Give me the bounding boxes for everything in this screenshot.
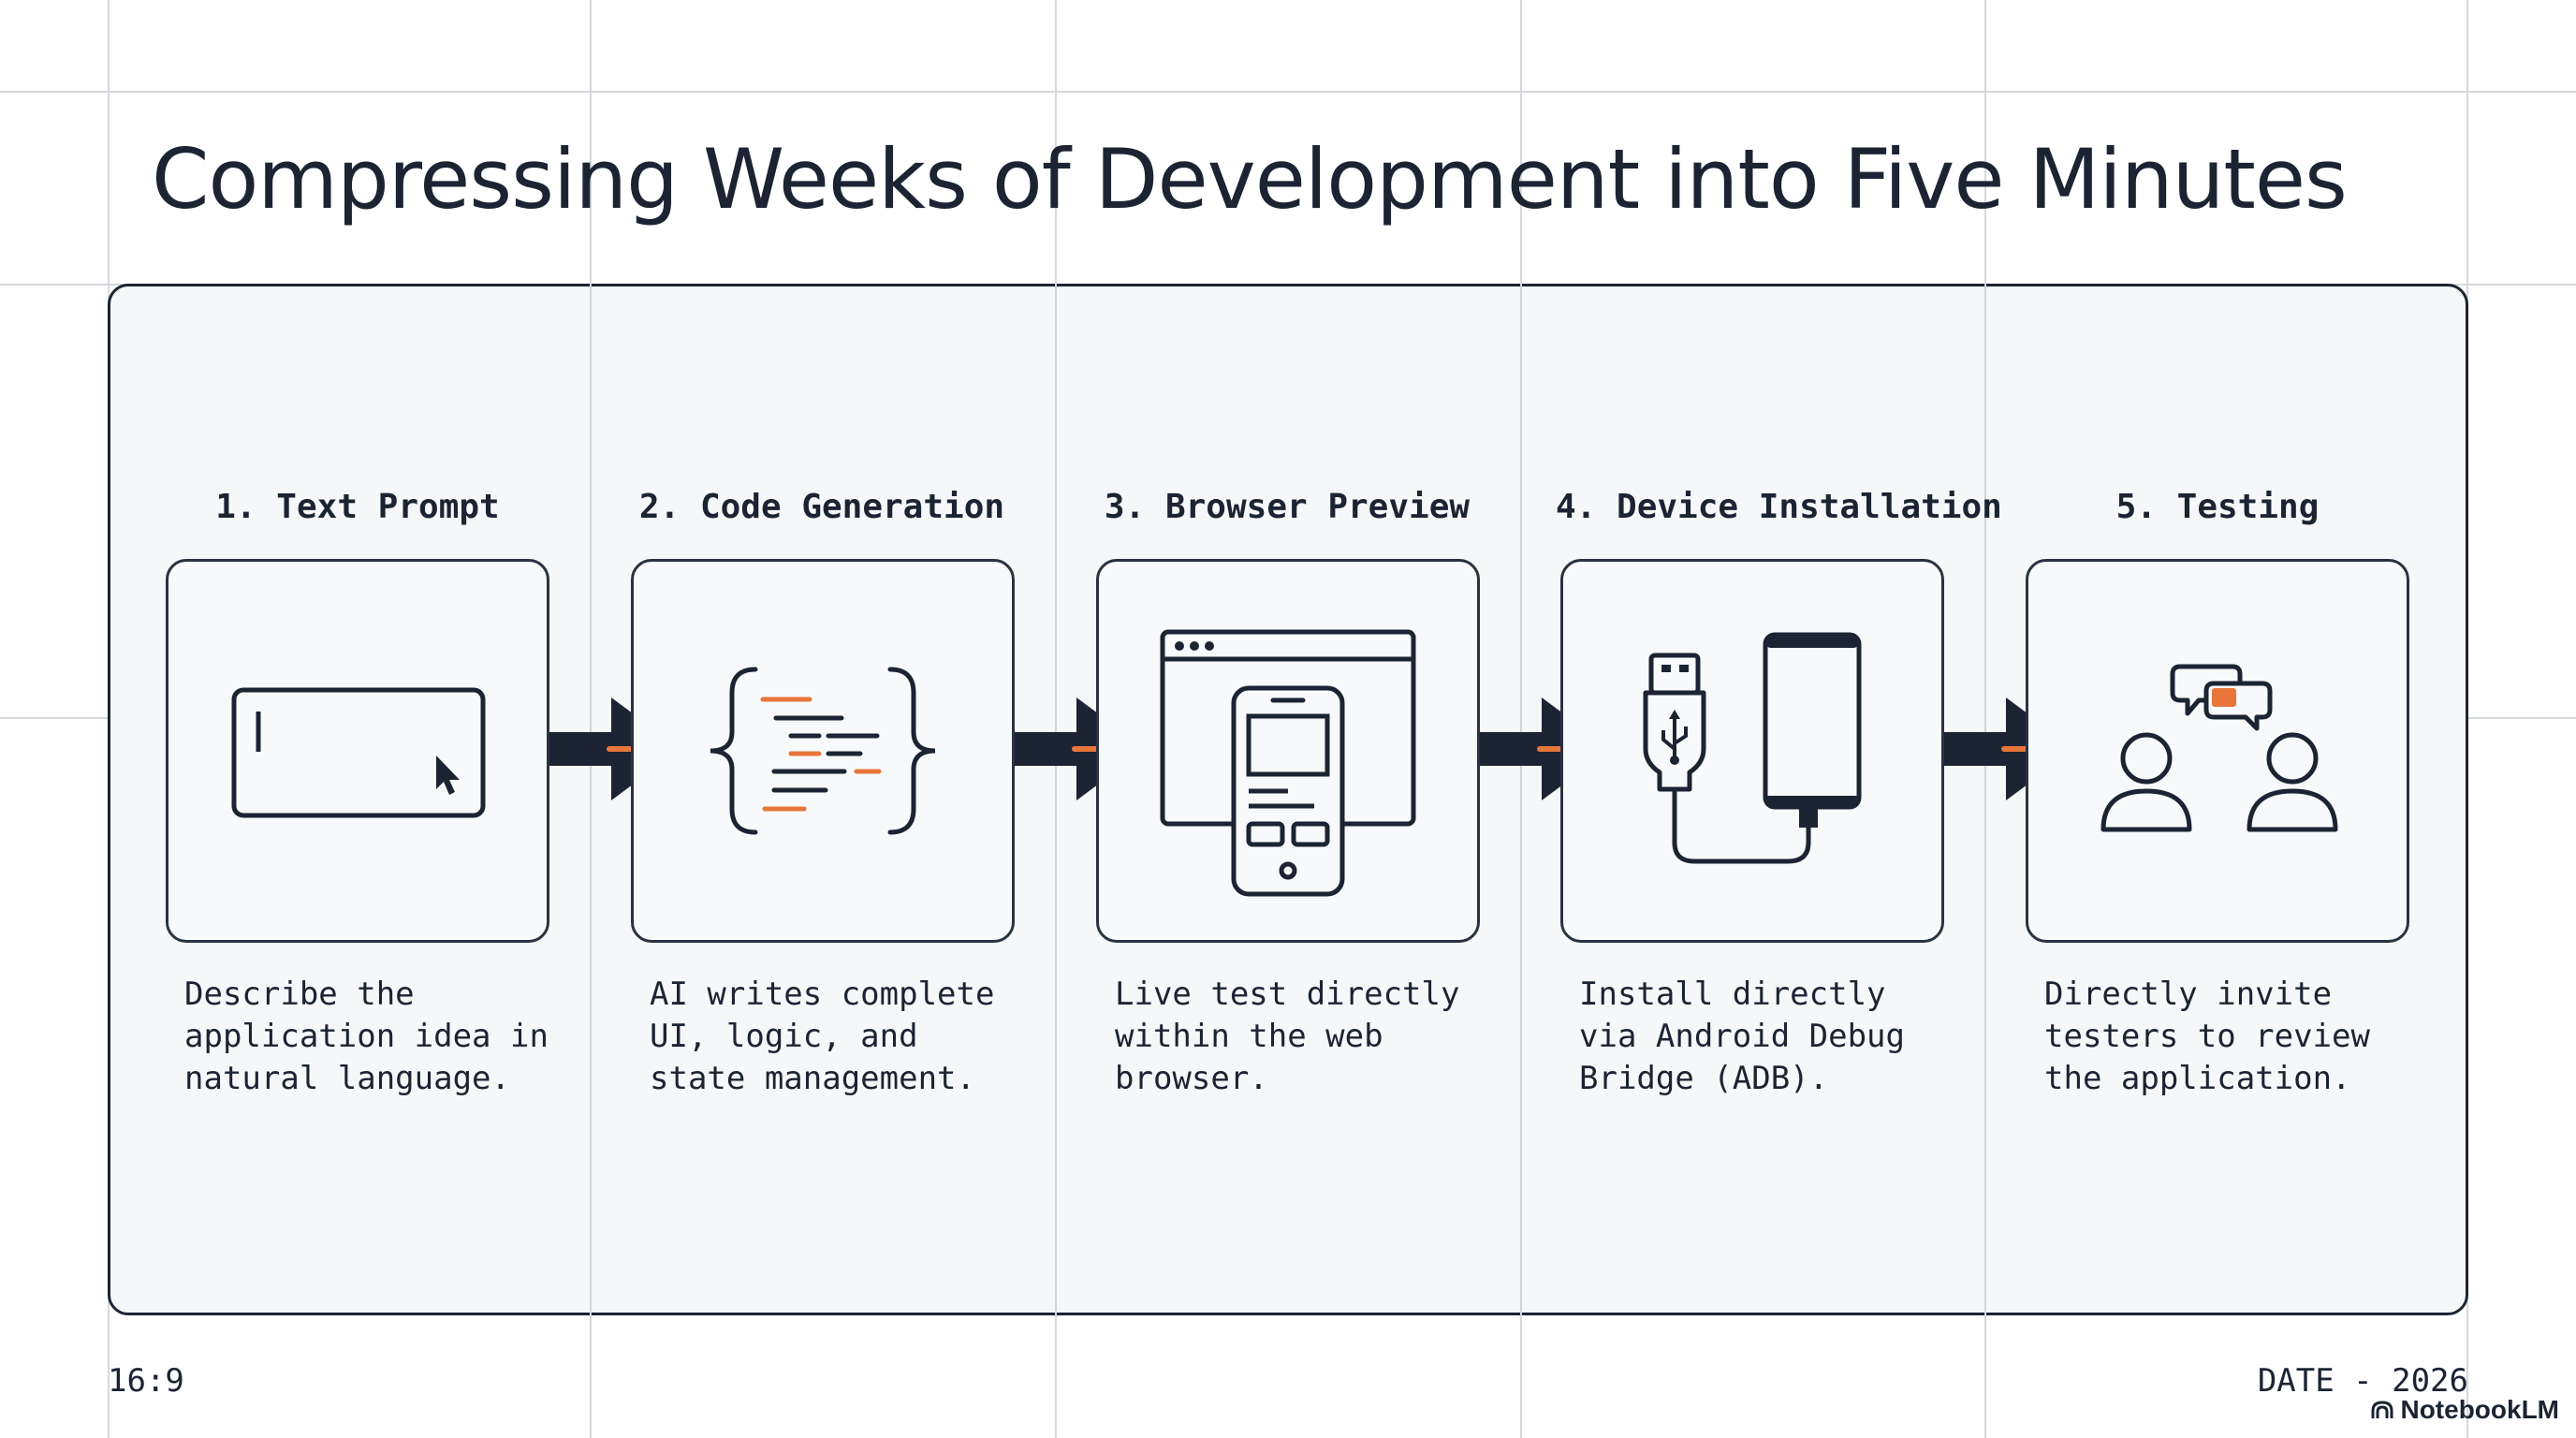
grid-line [0,91,2576,93]
step-2-card [631,559,1015,943]
testers-chat-icon [2100,664,2338,832]
step-4-label: 4. Device Installation [1556,488,2002,526]
step-2-description: AI writes complete UI, logic, and state … [650,976,995,1097]
step-5-card [2026,559,2409,943]
aspect-ratio-label: 16:9 [108,1362,184,1400]
brand-logo: NotebookLM [2370,1395,2559,1425]
date-label: DATE - 2026 [2257,1362,2468,1400]
step-5-description: Directly invite testers to review the ap… [2044,976,2370,1097]
panel-divider [1520,284,1522,1315]
step-1-card [166,559,549,943]
step-3-label: 3. Browser Preview [1104,488,1471,526]
step-1-description: Describe the application idea in natural… [184,976,549,1097]
notebooklm-logo-icon [2371,1401,2393,1418]
brand-name: NotebookLM [2400,1395,2559,1424]
step-4-card [1560,559,1944,943]
text-input-icon [231,687,486,818]
step-4-description: Install directly via Android Debug Bridg… [1579,976,1905,1097]
page-title: Compressing Weeks of Development into Fi… [152,131,2348,227]
usb-phone-icon [1643,632,1862,864]
step-1-label: 1. Text Prompt [215,488,500,526]
panel-divider [590,284,592,1315]
step-2-label: 2. Code Generation [638,488,1005,526]
step-3-description: Live test directly within the web browse… [1115,976,1460,1097]
code-braces-icon [710,667,936,835]
panel-divider [1055,284,1057,1315]
step-3-card [1096,559,1480,943]
panel-divider [1984,284,1986,1315]
browser-phone-icon [1160,629,1416,897]
step-5-label: 5. Testing [2115,488,2320,526]
